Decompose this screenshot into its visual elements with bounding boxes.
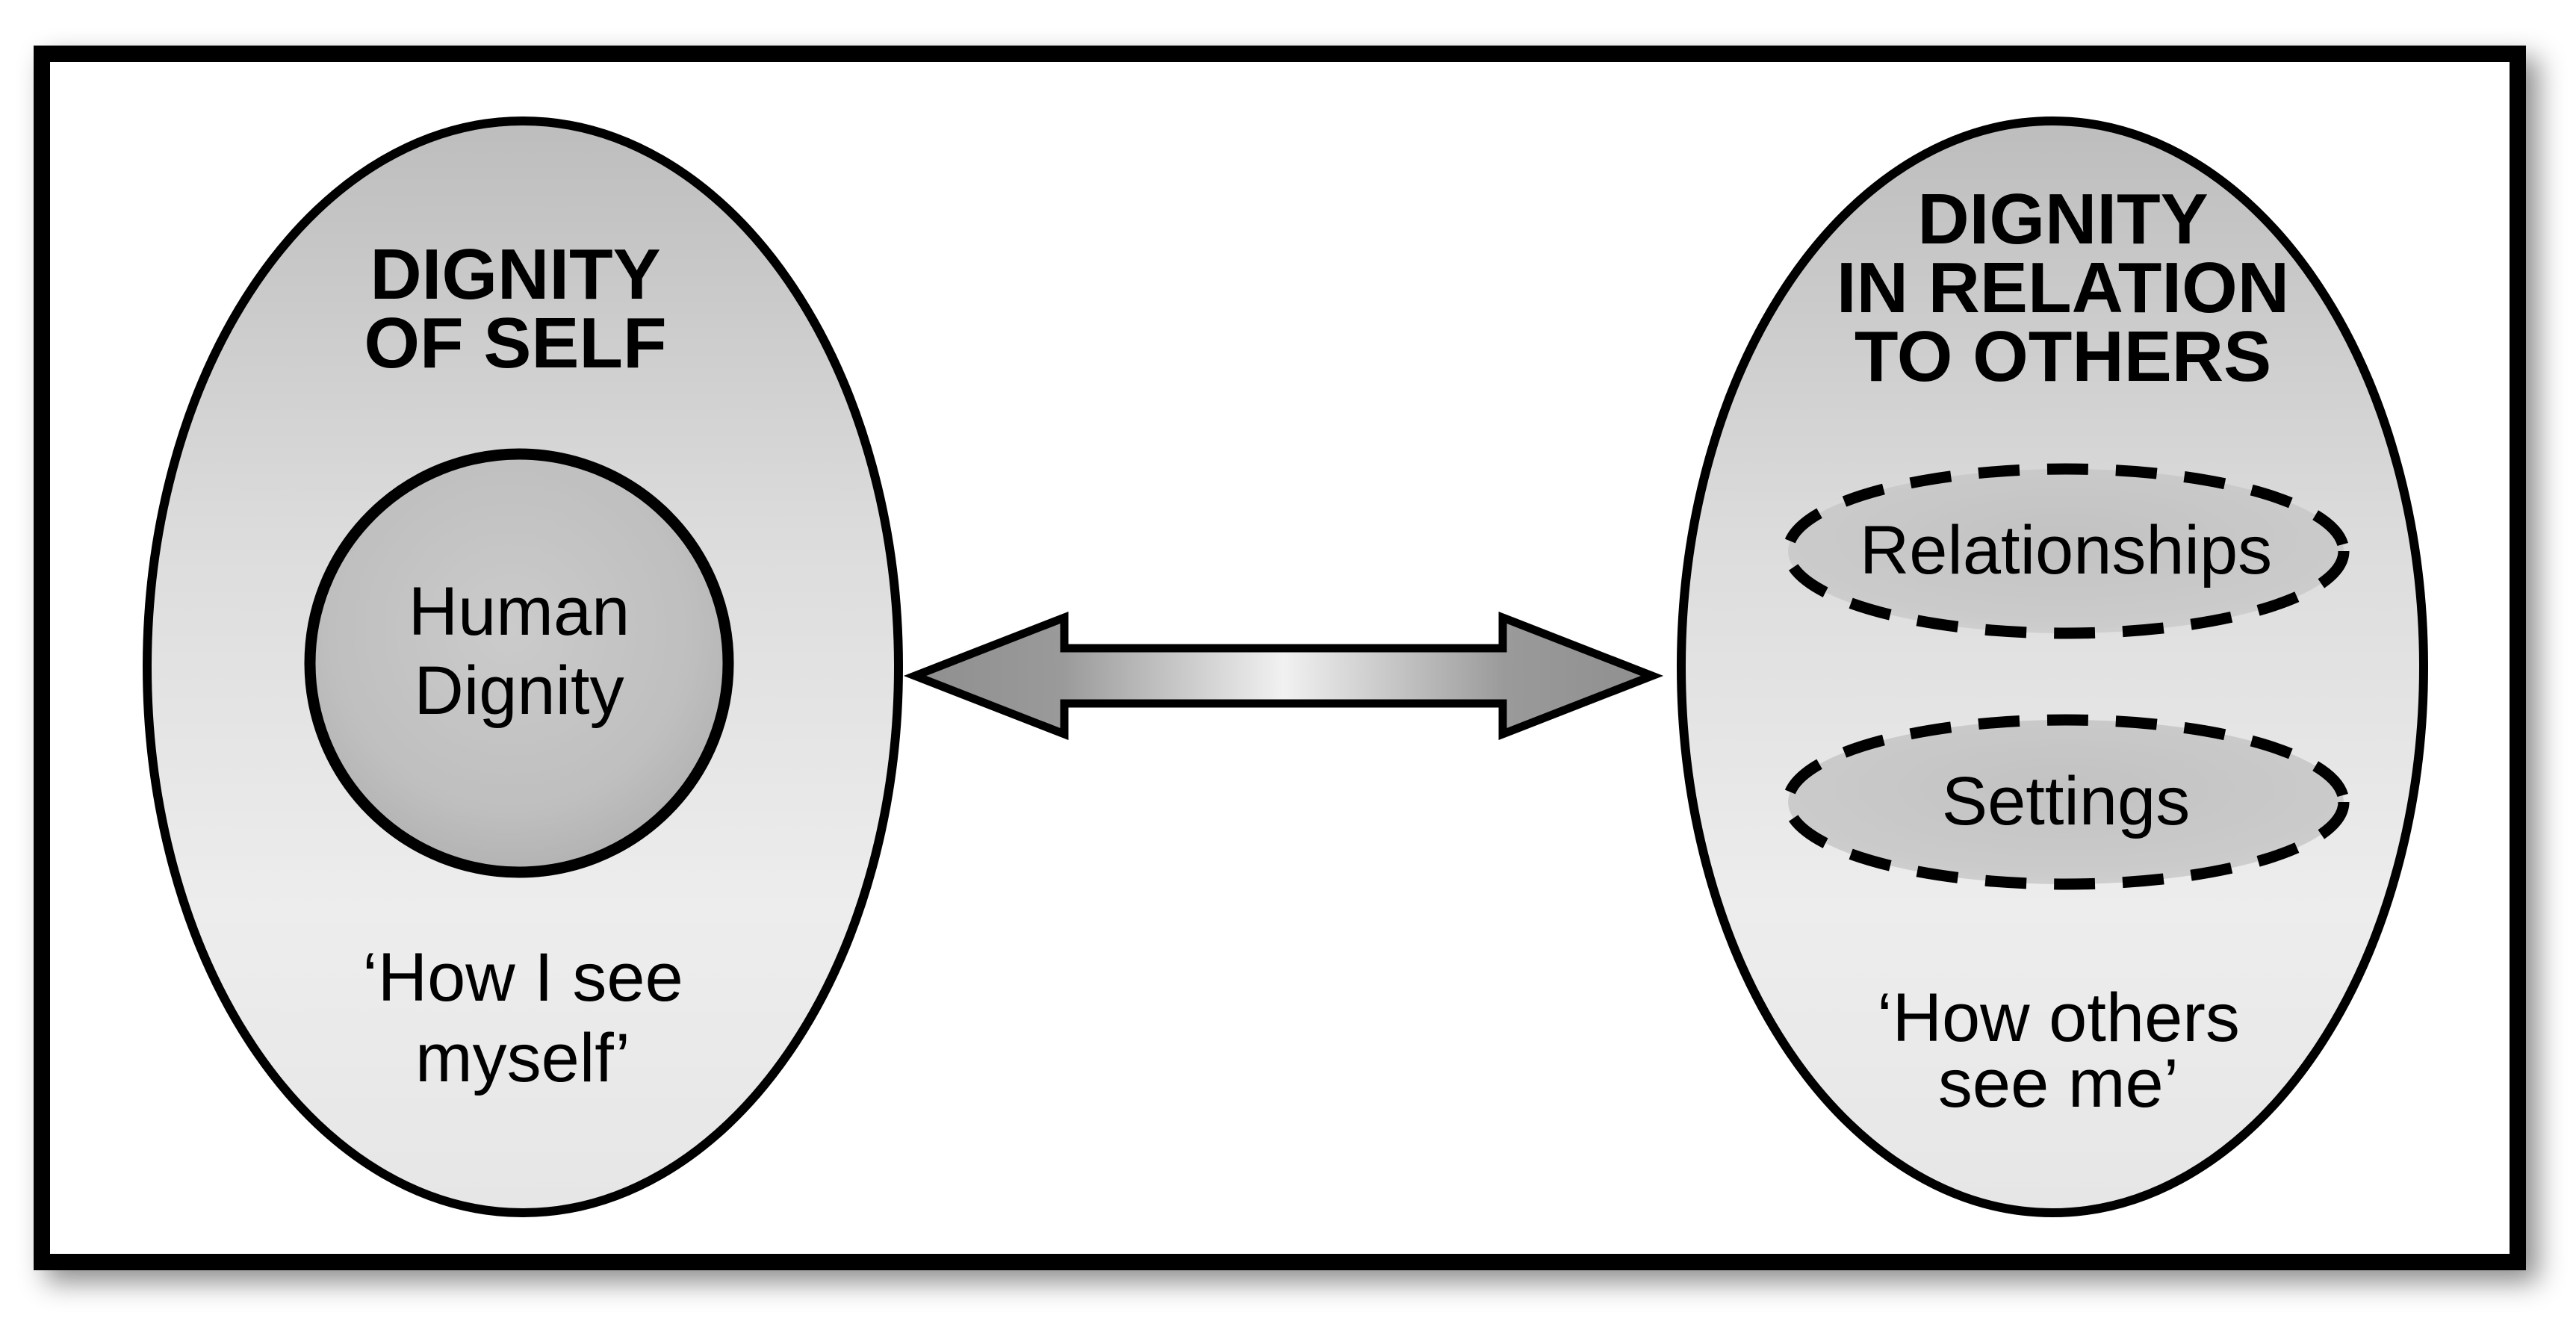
dignity-in-relation-title-line3: TO OTHERS (1855, 317, 2271, 397)
dignity-in-relation-title-line1: DIGNITY (1917, 179, 2208, 259)
dignity-of-self-title-line1: DIGNITY (370, 234, 660, 314)
dignity-in-relation-group: DIGNITY IN RELATION TO OTHERS Relationsh… (1677, 116, 2428, 1217)
human-dignity-label-line2: Dignity (414, 653, 624, 729)
dignity-of-self-title-line2: OF SELF (364, 303, 666, 383)
others-caption-line1: ‘How others (1877, 980, 2240, 1056)
double-arrow-icon (903, 611, 1664, 741)
self-caption-line1: ‘How I see (362, 939, 683, 1016)
human-dignity-label-line1: Human (409, 574, 630, 650)
dignity-of-self-group: DIGNITY OF SELF Human Dignity ‘How I see… (143, 116, 903, 1217)
others-caption-line2: see me’ (1938, 1045, 2179, 1122)
settings-ellipse (1782, 714, 2350, 890)
dignity-in-relation-ellipse (1677, 116, 2428, 1217)
dignity-in-relation-title-line2: IN RELATION (1837, 248, 2289, 328)
relationships-ellipse (1782, 463, 2350, 639)
human-dignity-circle (304, 448, 734, 878)
settings-label: Settings (1942, 763, 2190, 839)
self-caption-line2: myself’ (415, 1020, 630, 1096)
relationships-label: Relationships (1860, 512, 2272, 588)
